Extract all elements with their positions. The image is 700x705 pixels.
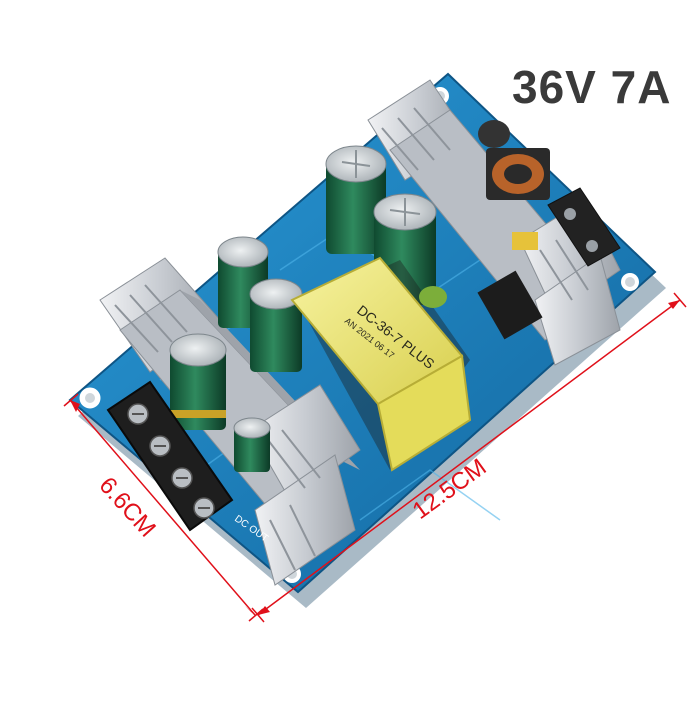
terminal-pin-2: V+ xyxy=(217,552,231,565)
capacitor-small xyxy=(233,417,271,472)
terminal-pin-4: V- xyxy=(241,584,253,596)
capacitor-large-1 xyxy=(325,145,387,254)
product-rating-title: 36V 7A xyxy=(512,61,672,113)
terminal-pin-1: V+ xyxy=(205,536,219,549)
bridge-rectifier xyxy=(477,270,543,340)
y-capacitor xyxy=(419,232,538,308)
input-terminal xyxy=(547,187,621,267)
width-dimension-label: 6.6CM xyxy=(94,472,161,543)
terminal-pin-3: V- xyxy=(229,568,241,580)
output-terminal-block xyxy=(106,380,234,532)
capacitor-medium-3 xyxy=(169,333,227,430)
transformer: DC-36-7 PLUS AN 2021 06 17 xyxy=(290,256,472,472)
capacitor-medium-2 xyxy=(249,278,303,372)
input-inductor xyxy=(478,120,550,200)
